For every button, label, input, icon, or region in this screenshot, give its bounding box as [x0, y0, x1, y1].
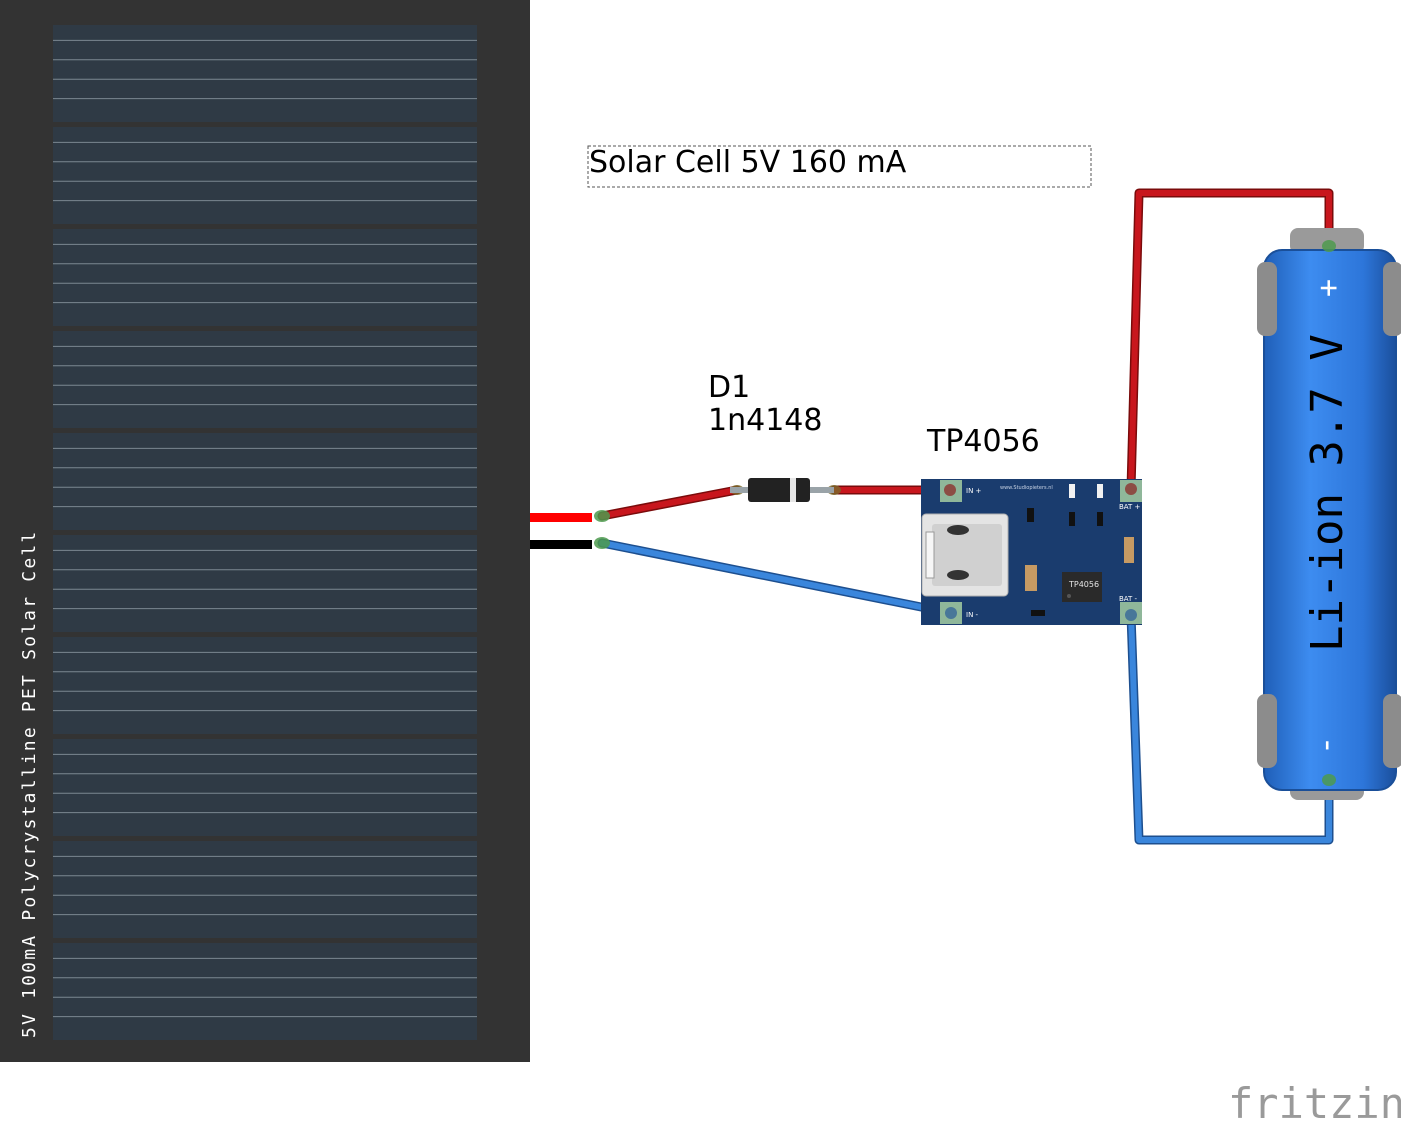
chip-dot: [1067, 594, 1071, 598]
chip-label: TP4056: [1068, 580, 1099, 589]
usb-solder-bottom: [947, 570, 969, 580]
battery-clip-top-right: [1383, 262, 1401, 336]
board-url: www.Studiopieters.nl: [1000, 485, 1053, 491]
smd-capacitor-1: [1124, 537, 1134, 563]
solar-cell-block: [53, 127, 477, 224]
solar-cell-block: [53, 535, 477, 632]
smd-resistor-4: [1031, 610, 1045, 616]
li-ion-battery[interactable]: Li-ion 3.7 V + -: [1257, 228, 1401, 800]
battery-label: Li-ion 3.7 V: [1302, 334, 1353, 652]
diode-cathode-band: [790, 478, 796, 502]
solar-cell-block: [53, 229, 477, 326]
usb-port-inner: [932, 524, 1002, 586]
charger-wire-endpoints: [944, 483, 1137, 621]
panel-lead-black: [530, 540, 592, 549]
solar-cell-block: [53, 433, 477, 530]
battery-plus-sign: +: [1311, 279, 1346, 297]
annotation-text: Solar Cell 5V 160 mA: [589, 145, 907, 180]
wire-blue-panel-charger[interactable]: [599, 540, 954, 616]
smd-resistor-2: [1097, 512, 1103, 526]
diode-lead-left: [730, 487, 750, 493]
battery-body: [1264, 250, 1396, 790]
battery-clip-bottom-right: [1383, 694, 1401, 768]
smd-led-2: [1097, 484, 1103, 498]
diode-part: 1n4148: [708, 403, 822, 438]
pin-label-bat-minus: BAT -: [1119, 595, 1138, 603]
wire-blue-battery[interactable]: [1128, 612, 1332, 843]
solar-cell-block: [53, 943, 477, 1040]
pin-label-in-minus: IN -: [966, 611, 979, 619]
diode-ref: D1: [708, 370, 750, 405]
solar-cell-grid: [53, 25, 477, 1040]
solar-cell-block: [53, 331, 477, 428]
annotation-box: [587, 145, 1092, 188]
battery-minus-sign: -: [1306, 736, 1344, 755]
usb-port-opening: [925, 531, 935, 579]
solar-cell-block: [53, 637, 477, 734]
smd-resistor-1: [1069, 512, 1075, 526]
battery-wire-endpoints: [1322, 240, 1336, 786]
annotation-note[interactable]: Solar Cell 5V 160 mA: [587, 145, 1092, 188]
diode-body: [748, 478, 810, 502]
battery-clip-bottom-left: [1257, 694, 1277, 768]
wire-red-battery[interactable]: [1128, 190, 1332, 492]
solar-cell-block: [53, 841, 477, 938]
panel-lead-red: [530, 513, 592, 522]
usb-solder-top: [947, 525, 969, 535]
solar-panel-label: 5V 100mA Polycrystalline PET Solar Cell: [19, 530, 40, 1038]
battery-clip-top-left: [1257, 262, 1277, 336]
smd-capacitor-2: [1025, 565, 1037, 591]
smd-led-1: [1069, 484, 1075, 498]
charger-title: TP4056: [926, 424, 1040, 459]
diode-lead-right: [808, 487, 834, 493]
pin-label-bat-plus: BAT +: [1119, 503, 1141, 511]
fritzing-watermark: fritzing: [1228, 1079, 1401, 1128]
wire-red-panel-diode[interactable]: [599, 487, 740, 519]
solar-cell-block: [53, 739, 477, 836]
smd-resistor-3: [1027, 508, 1034, 522]
tp4056-charger[interactable]: TP4056 IN + IN - BAT + BAT - www.Studiop…: [921, 424, 1142, 625]
solar-panel[interactable]: 5V 100mA Polycrystalline PET Solar Cell: [0, 0, 530, 1062]
diode-1n4148[interactable]: D1 1n4148: [708, 370, 834, 502]
solar-cell-block: [53, 25, 477, 122]
pin-label-in-plus: IN +: [966, 487, 982, 495]
